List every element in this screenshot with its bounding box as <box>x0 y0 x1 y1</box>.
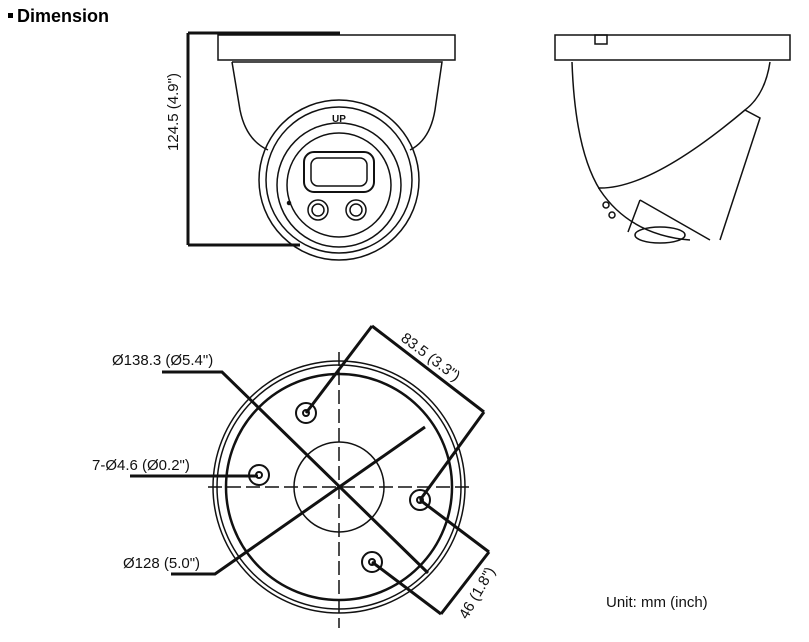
height-label: 124.5 (4.9") <box>165 73 182 151</box>
base-view: Ø138.3 (Ø5.4") 7-Ø4.6 (Ø0.2") Ø128 (5.0"… <box>92 324 499 628</box>
logo: UP <box>332 114 346 125</box>
holes-label: 7-Ø4.6 (Ø0.2") <box>92 457 190 474</box>
bullet-icon <box>8 12 13 18</box>
inner-diameter-label: Ø128 (5.0") <box>123 555 200 572</box>
section-title: Dimension <box>8 6 109 27</box>
title-text: Dimension <box>17 6 110 26</box>
outer-diameter-label: Ø138.3 (Ø5.4") <box>112 352 213 369</box>
side-view <box>554 34 791 244</box>
front-view: 124.5 (4.9") UP <box>165 31 456 261</box>
hole-spacing-short-label: 46 (1.8") <box>456 564 499 622</box>
unit-label: Unit: mm (inch) <box>606 594 708 611</box>
hole-spacing-long-label: 83.5 (3.3") <box>398 330 464 385</box>
